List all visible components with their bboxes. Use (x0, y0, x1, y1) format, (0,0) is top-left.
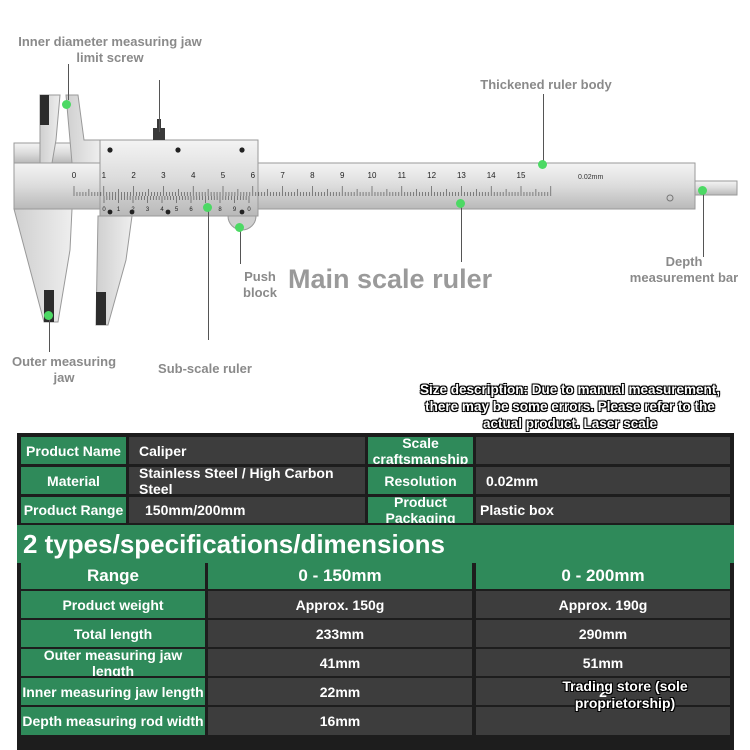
inner-screw-label: Inner diameter measuring jaw limit screw (18, 34, 202, 65)
main-scale-number: 9 (340, 171, 345, 180)
outer-jaw-fixed (13, 208, 73, 323)
resolution-label: Resolution (368, 467, 473, 494)
callout-dot (235, 223, 244, 232)
vernier-scale-ticks (103, 196, 250, 203)
vernier-scale-number: 0 (247, 207, 251, 213)
vernier-scale-number: 0 (102, 207, 106, 213)
spec-row-value-200: 0 - 200mm (476, 563, 730, 589)
spec-row-label: Range (21, 563, 205, 589)
spec-row-value-150: 0 - 150mm (208, 563, 472, 589)
main-scale-number: 0 (72, 171, 77, 180)
spec-heading: 2 types/specifications/dimensions (17, 525, 734, 563)
callout-dot (538, 160, 547, 169)
sub-scale-label: Sub-scale ruler (158, 361, 252, 376)
main-scale-number: 3 (161, 171, 166, 180)
limit-screw (153, 128, 165, 140)
vernier-scale-number: 2 (131, 207, 135, 213)
outer-jaw-label: Outer measuring jaw (11, 354, 117, 385)
main-scale-label: Main scale ruler (288, 264, 493, 294)
main-scale-number: 10 (368, 171, 377, 180)
spec-row-value-200 (476, 707, 730, 735)
ruler-body-label: Thickened ruler body (480, 77, 612, 92)
material-value: Stainless Steel / High Carbon Steel (129, 467, 365, 494)
main-scale-number: 1 (102, 171, 107, 180)
spec-row-value-200: 290mm (476, 620, 730, 647)
callout-dot (44, 311, 53, 320)
main-scale-number: 2 (131, 171, 136, 180)
material-label: Material (21, 467, 126, 494)
vernier-scale-number: 8 (218, 207, 222, 213)
main-scale-number: 12 (427, 171, 436, 180)
spec-row-label: Product weight (21, 591, 205, 618)
vernier-scale-number: 1 (117, 207, 121, 213)
precision-mark: 0.02mm (578, 174, 603, 181)
main-scale-number: 7 (280, 171, 285, 180)
store-watermark: Trading store (sole proprietorship) (562, 678, 688, 711)
spec-row-value-200: 2 (476, 678, 730, 705)
callout-dot (62, 100, 71, 109)
callout-dot (203, 203, 212, 212)
vernier-scale-number: 5 (175, 207, 179, 213)
product-name-label: Product Name (21, 437, 126, 464)
main-scale-number: 4 (191, 171, 196, 180)
spec-row-value-200: 51mm (476, 649, 730, 676)
size-description-note: Size description: Due to manual measurem… (419, 382, 721, 431)
resolution-value: 0.02mm (476, 467, 730, 494)
packaging-value: Plastic box (476, 497, 730, 523)
vernier-scale-number: 6 (189, 207, 193, 213)
main-scale-number: 5 (221, 171, 226, 180)
callout-dot (698, 186, 707, 195)
spec-row-label: Outer measuring jaw length (21, 649, 205, 676)
main-scale-number: 13 (457, 171, 466, 180)
main-scale-ticks (73, 186, 552, 196)
spec-row-label: Depth measuring rod width (21, 707, 205, 735)
main-scale-number: 6 (251, 171, 256, 180)
packaging-label: Product Packaging (368, 497, 473, 523)
main-scale-number: 15 (517, 171, 526, 180)
spec-row-label: Total length (21, 620, 205, 647)
vernier-scale-number: 9 (233, 207, 237, 213)
push-block-label: Push block (243, 269, 277, 300)
callout-dot (456, 199, 465, 208)
spec-row-value-150: 22mm (208, 678, 472, 705)
scale-label: Scale craftsmanship (368, 437, 473, 464)
vernier-slider (99, 139, 259, 217)
product-name-value: Caliper (129, 437, 365, 464)
spec-row-value-150: 233mm (208, 620, 472, 647)
range-label: Product Range (21, 497, 126, 523)
vernier-scale-number: 3 (146, 207, 150, 213)
spec-row-label: Inner measuring jaw length (21, 678, 205, 705)
spec-row-value-150: 16mm (208, 707, 472, 735)
main-scale-number: 11 (398, 171, 407, 180)
main-scale-number: 8 (310, 171, 315, 180)
vernier-scale-number: 4 (160, 207, 164, 213)
main-scale-number: 14 (487, 171, 496, 180)
scale-value (476, 437, 730, 464)
spec-row-value-150: Approx. 150g (208, 591, 472, 618)
range-value: 150mm/200mm (129, 497, 365, 523)
spec-row-value-200: Approx. 190g (476, 591, 730, 618)
depth-bar-label: Depth measurement bar (629, 254, 739, 285)
spec-row-value-150: 41mm (208, 649, 472, 676)
